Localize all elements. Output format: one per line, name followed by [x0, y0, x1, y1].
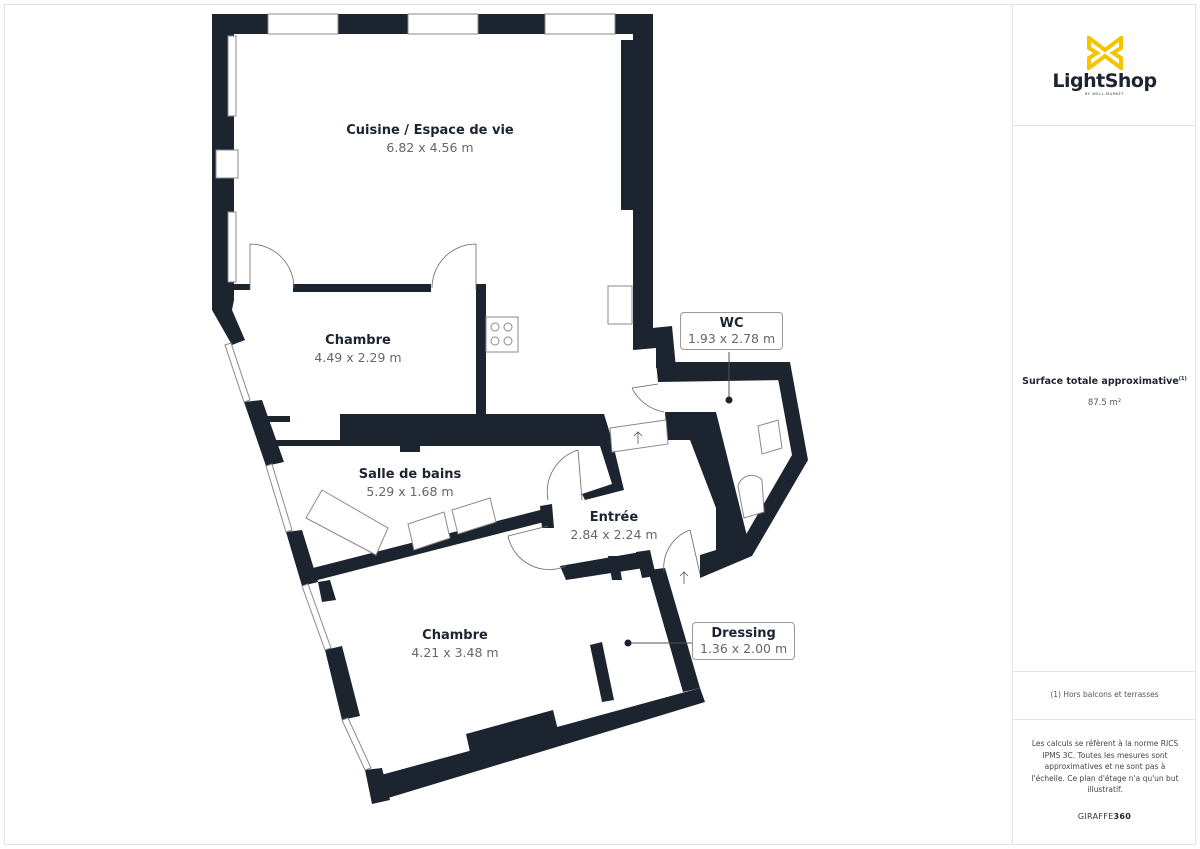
- room-dims: 6.82 x 4.56 m: [386, 140, 474, 155]
- footnote-text: (1) Hors balcons et terrasses: [1050, 690, 1159, 699]
- room-name: Salle de bains: [358, 467, 462, 482]
- brand-giraffe360: GIRAFFE360: [1077, 812, 1132, 821]
- logo-name: LightShop: [1052, 70, 1157, 92]
- room-name: Chambre: [422, 628, 488, 643]
- room-label-chambre-1: Chambre 4.49 x 2.29 m: [314, 333, 401, 365]
- disclaimer-text: Les calculs se réfèrent à la norme RICS …: [1031, 739, 1179, 794]
- surface-section: Surface totale approximative(1) 87.5 m²: [1013, 126, 1196, 672]
- room-dims: 1.36 x 2.00 m: [700, 641, 788, 656]
- entry-arrow-icon: [633, 431, 689, 584]
- lightshop-logo-icon: [1087, 36, 1123, 70]
- doors[interactable]: [249, 243, 701, 575]
- surface-value: 87.5 m²: [1087, 398, 1122, 408]
- label-leaders: [628, 352, 730, 644]
- fixtures: [305, 285, 783, 556]
- windows: [215, 13, 616, 771]
- room-label-wc: WC 1.93 x 2.78 m: [680, 312, 784, 350]
- room-name: Dressing: [711, 626, 776, 641]
- cooktop-icon: [485, 316, 519, 353]
- room-dims: 4.21 x 3.48 m: [411, 645, 499, 660]
- room-label-cuisine: Cuisine / Espace de vie 6.82 x 4.56 m: [346, 123, 513, 155]
- room-label-salle-de-bains: Salle de bains 5.29 x 1.68 m: [359, 467, 462, 499]
- bathtub-icon: [305, 489, 389, 556]
- bathroom-sink-icon: [451, 497, 497, 535]
- sink-icon: [607, 285, 633, 325]
- room-name: Cuisine / Espace de vie: [346, 123, 514, 138]
- wc-marker: [725, 396, 733, 404]
- note-section: (1) Hors balcons et terrasses: [1013, 672, 1196, 720]
- room-label-chambre-2: Chambre 4.21 x 3.48 m: [411, 628, 498, 660]
- logo-subtitle: BY WELL-MARKET: [1084, 92, 1125, 96]
- room-name: Chambre: [325, 333, 391, 348]
- room-name: WC: [719, 316, 744, 331]
- info-panel: LightShop BY WELL-MARKET Surface totale …: [1012, 4, 1196, 845]
- room-dims: 2.84 x 2.24 m: [570, 527, 658, 542]
- room-dims: 5.29 x 1.68 m: [366, 484, 454, 499]
- bathroom-sink-icon: [407, 511, 451, 551]
- room-dims: 4.49 x 2.29 m: [314, 350, 402, 365]
- room-dims: 1.93 x 2.78 m: [688, 331, 776, 346]
- room-name: Entrée: [589, 510, 639, 525]
- disclaimer-section: Les calculs se réfèrent à la norme RICS …: [1013, 720, 1196, 845]
- wc-sink-icon: [757, 419, 783, 455]
- page-frame: [4, 4, 1196, 845]
- stairs-icon: [609, 419, 669, 453]
- room-label-dressing: Dressing 1.36 x 2.00 m: [692, 622, 796, 660]
- surface-title: Surface totale approximative(1): [1022, 376, 1187, 388]
- dressing-marker: [624, 639, 632, 647]
- room-label-entree: Entrée 2.84 x 2.24 m: [570, 510, 657, 542]
- toilet-icon: [737, 474, 765, 519]
- logo-section: LightShop BY WELL-MARKET: [1013, 4, 1196, 126]
- floor-plan: [212, 13, 808, 804]
